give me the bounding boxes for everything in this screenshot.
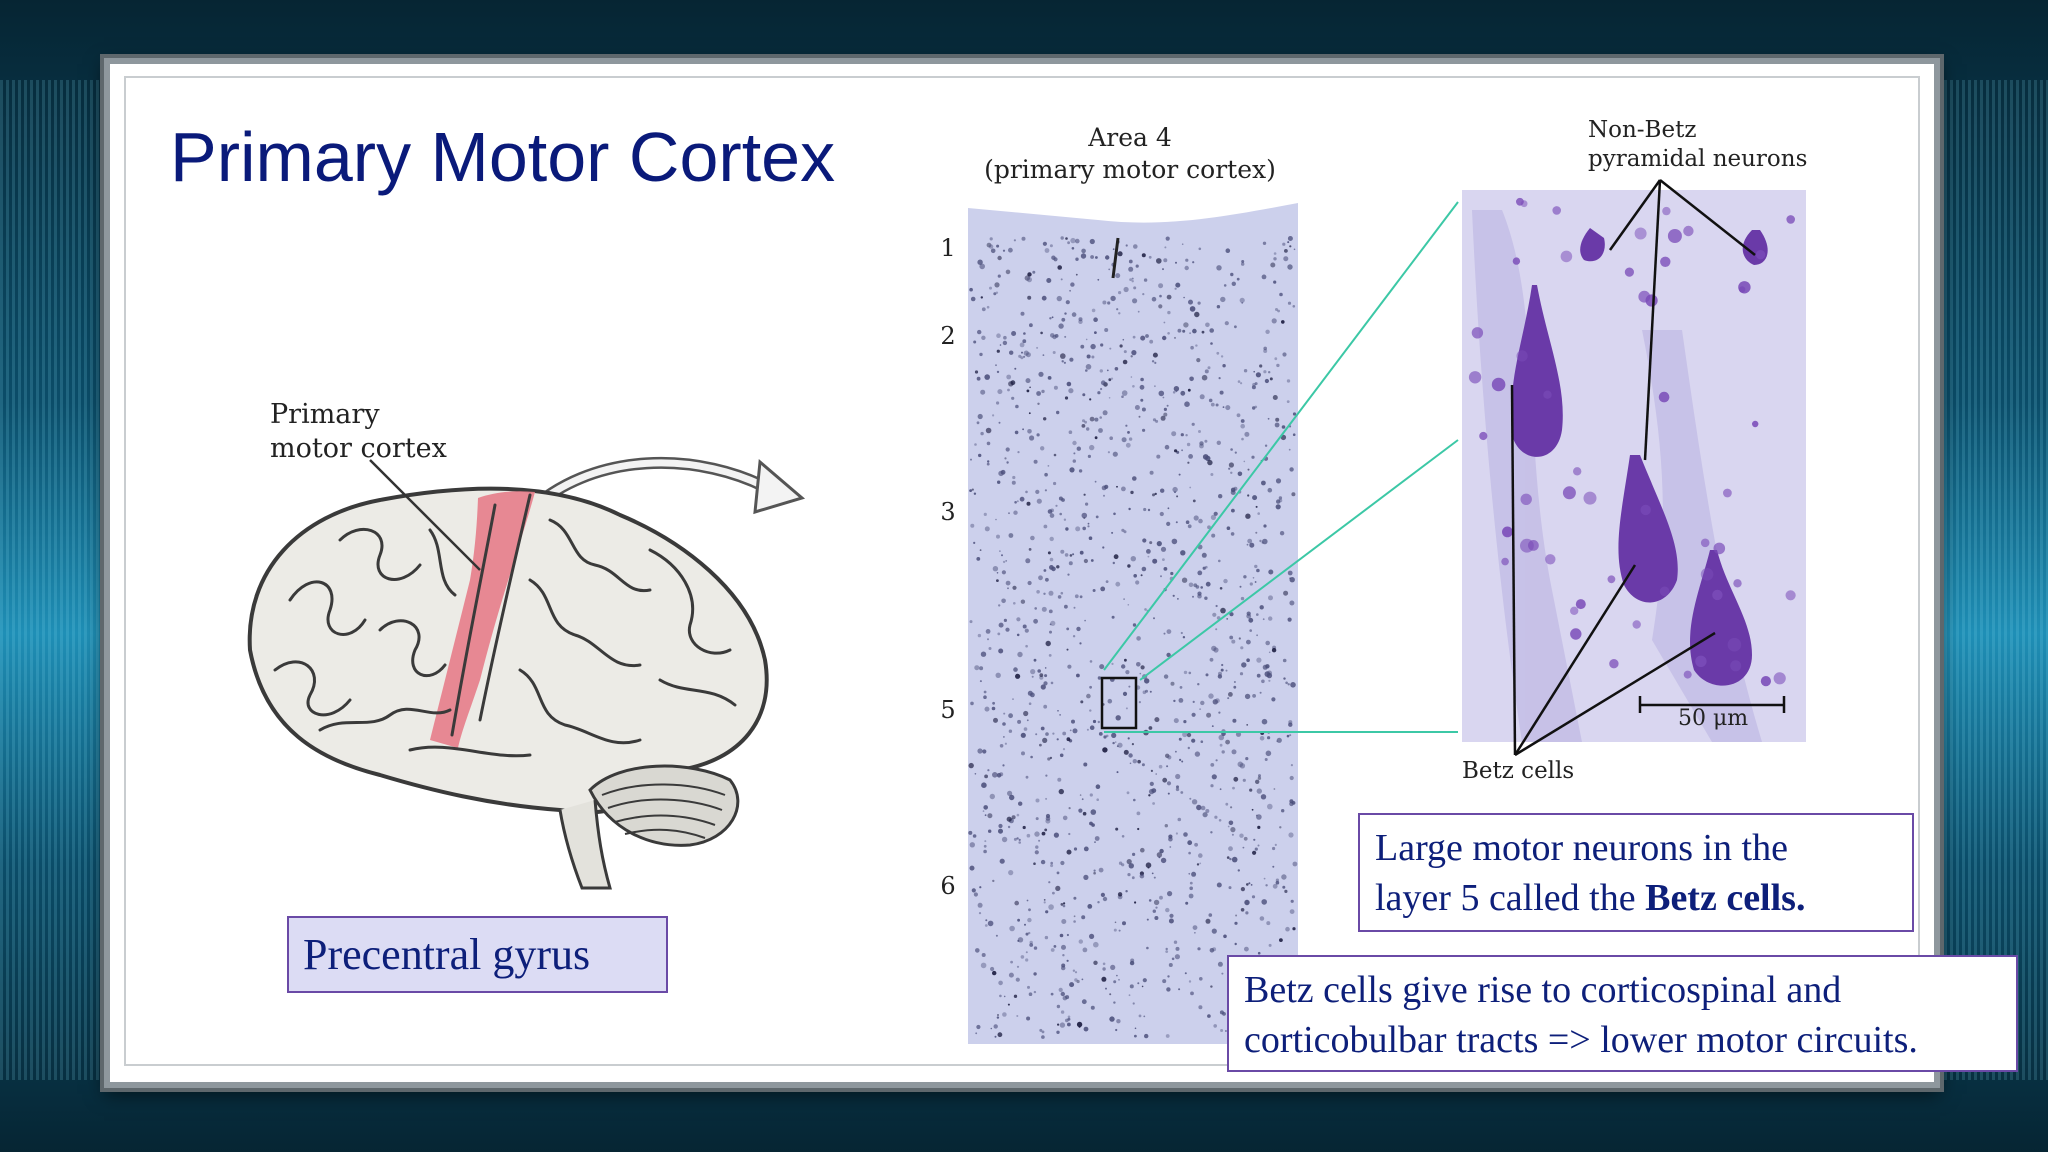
non-betz-label: Non-Betz pyramidal neurons — [1588, 116, 1807, 174]
layer-label-1: 1 — [940, 234, 956, 262]
zoom-connector-lines — [1103, 201, 1459, 733]
precentral-gyrus-text: Precentral gyrus — [303, 930, 591, 979]
section-title-line2: (primary motor cortex) — [984, 155, 1276, 184]
betz-cells-label: Betz cells — [1462, 758, 1575, 784]
micrograph-image — [1462, 190, 1806, 742]
non-betz-neuron-1 — [1580, 228, 1605, 262]
layer-label-5: 5 — [940, 696, 956, 724]
brain-label: Primary motor cortex — [270, 398, 447, 466]
section-title: Area 4 (primary motor cortex) — [960, 122, 1300, 186]
large-motor-line1: Large motor neurons in the — [1375, 827, 1788, 869]
large-motor-line2-prefix: layer 5 called the — [1375, 877, 1636, 919]
large-motor-neurons-box: Large motor neurons in the layer 5 calle… — [1358, 813, 1914, 932]
layer-label-3: 3 — [940, 498, 956, 526]
betz-tracts-line2: corticobulbar tracts => lower motor circ… — [1244, 1019, 1918, 1061]
scale-bar-label: 50 μm — [1678, 706, 1749, 731]
motor-cortex-highlight — [430, 491, 535, 748]
non-betz-label-line1: Non-Betz — [1588, 117, 1697, 143]
betz-cells-bold: Betz cells. — [1645, 877, 1806, 919]
micrograph-leader-lines — [1510, 179, 1756, 757]
large-motor-line2: layer 5 called the Betz cells. — [1375, 873, 1912, 923]
cerebellum-shape — [588, 764, 740, 847]
betz-cell-1 — [1511, 285, 1563, 457]
brain-label-line1: Primary — [270, 399, 380, 430]
betz-region-box — [1100, 676, 1138, 730]
slide-title: Primary Motor Cortex — [170, 118, 836, 196]
layer-label-6: 6 — [940, 872, 956, 900]
brain-label-line2: motor cortex — [270, 433, 447, 464]
betz-tracts-line1: Betz cells give rise to corticospinal an… — [1244, 969, 1842, 1011]
betz-cells-tracts-box: Betz cells give rise to corticospinal an… — [1227, 955, 2018, 1072]
betz-cell-3 — [1690, 550, 1752, 686]
brain-figure — [247, 457, 806, 890]
section-title-line1: Area 4 — [1088, 123, 1172, 152]
cortical-section-image — [968, 203, 1298, 1044]
layer-label-2: 2 — [940, 322, 956, 350]
precentral-gyrus-box: Precentral gyrus — [287, 916, 668, 993]
non-betz-label-line2: pyramidal neurons — [1588, 146, 1808, 172]
